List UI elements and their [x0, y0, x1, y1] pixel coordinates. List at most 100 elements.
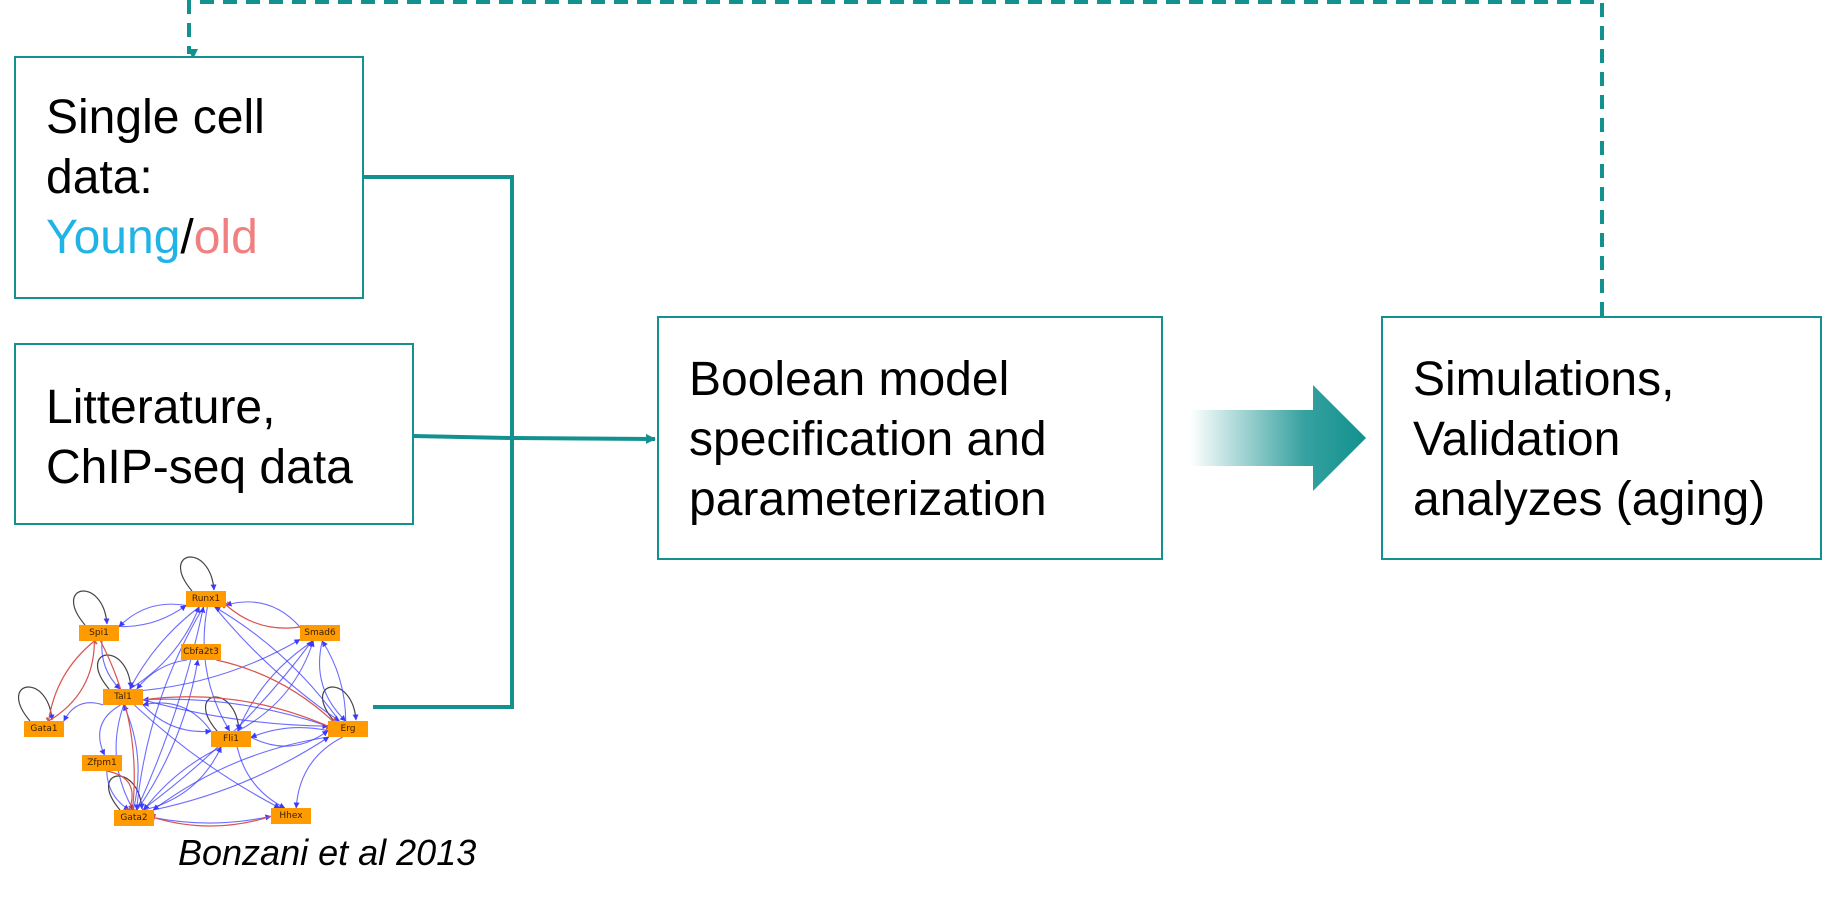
activation-edge-smad6-to-runx1	[225, 600, 301, 628]
activation-edge-gata2-to-hhex	[153, 814, 272, 824]
node-gata2: Gata2	[114, 810, 154, 826]
activation-edge-erg-to-tal1	[142, 696, 329, 727]
single-cell-line1: Single cell	[46, 91, 265, 144]
activation-edge-spi1-to-runx1	[118, 604, 187, 628]
node-box-smad6	[300, 625, 340, 641]
literature-line1: Litterature,	[46, 381, 276, 434]
node-hhex: Hhex	[271, 808, 311, 824]
activation-edge-tal1-to-fli1	[142, 704, 212, 735]
activation-edge-smad6-to-fli1	[237, 640, 314, 732]
node-label-erg: Erg	[341, 724, 356, 734]
activation-edge-erg-to-smad6	[321, 640, 347, 722]
simulations-line3: analyzes (aging)	[1413, 473, 1766, 526]
activation-edge-smad6-to-erg	[319, 640, 347, 722]
slash-separator: /	[180, 211, 194, 264]
node-label-gata1: Gata1	[30, 724, 57, 734]
activation-edge-runx1-to-gata2	[134, 606, 204, 811]
activation-edge-tal1-to-gata1	[63, 702, 104, 722]
single-cell-data-box: Single cell data: Young/old	[14, 56, 364, 299]
inhibition-edge-zfpm1-to-gata2	[106, 770, 134, 813]
activation-edge-spi1-to-tal1	[101, 640, 121, 690]
inhibition-edge-hhex-to-gata2	[151, 813, 272, 827]
activation-edge-erg-to-hhex	[293, 736, 344, 809]
self-loop-erg	[321, 686, 359, 722]
node-label-runx1: Runx1	[192, 594, 220, 604]
young-label: Young	[46, 211, 181, 264]
node-label-smad6: Smad6	[304, 628, 336, 638]
activation-edge-gata2-to-runx1	[136, 606, 206, 811]
literature-box: Litterature, ChIP-seq data	[14, 343, 414, 525]
node-cbfa2t3: Cbfa2t3	[181, 644, 221, 660]
node-box-tal1	[103, 689, 143, 705]
simulations-line1: Simulations,	[1413, 353, 1675, 406]
activation-edge-erg-to-runx1	[214, 606, 340, 722]
node-box-gata1	[24, 721, 64, 737]
inhibition-edge-tal1-to-erg	[142, 696, 331, 731]
node-zfpm1: Zfpm1	[82, 755, 122, 771]
single-cell-line2: data:	[46, 151, 153, 204]
node-tal1: Tal1	[103, 689, 143, 705]
activation-edge-runx1-to-spi1	[118, 603, 187, 627]
node-fli1: Fli1	[211, 731, 251, 747]
activation-edge-cbfa2t3-to-tal1	[136, 659, 188, 690]
node-box-zfpm1	[82, 755, 122, 771]
node-smad6: Smad6	[300, 625, 340, 641]
literature-line2: ChIP-seq data	[46, 441, 353, 494]
node-box-runx1	[186, 591, 226, 607]
activation-edge-tal1-to-zfpm1	[99, 704, 121, 756]
inhibition-edge-gata1-to-spi1	[48, 637, 98, 722]
activation-edge-runx1-to-tal1	[129, 606, 200, 690]
model-to-simulation-arrow	[1190, 385, 1366, 491]
network-citation: Bonzani et al 2013	[178, 832, 477, 873]
activation-edge-tal1-to-hhex	[133, 704, 281, 809]
activation-edge-fli1-to-gata2	[143, 746, 222, 811]
node-box-spi1	[79, 625, 119, 641]
node-label-zfpm1: Zfpm1	[87, 758, 117, 768]
young-old-line: Young/old	[46, 208, 265, 268]
activation-edge-tal1-to-smad6	[142, 639, 301, 692]
input-bracket-connector	[364, 175, 514, 709]
activation-edge-tal1-to-erg	[142, 699, 329, 730]
node-runx1: Runx1	[186, 591, 226, 607]
activation-edge-zfpm1-to-gata2	[106, 770, 130, 811]
activation-edge-gata2-to-cbfa2t3	[136, 659, 200, 811]
node-box-hhex	[271, 808, 311, 824]
self-loop-runx1	[179, 556, 217, 592]
old-label: old	[193, 211, 258, 264]
node-box-gata2	[114, 810, 154, 826]
inhibition-edge-spi1-to-gata1	[45, 640, 95, 725]
node-label-tal1: Tal1	[113, 692, 132, 702]
inhibition-edge-cbfa2t3-to-erg	[216, 659, 337, 725]
activation-edge-erg-to-fli1	[250, 727, 329, 739]
node-box-cbfa2t3	[181, 644, 221, 660]
node-label-fli1: Fli1	[223, 734, 239, 744]
node-label-cbfa2t3: Cbfa2t3	[183, 647, 219, 657]
self-loop-spi1	[72, 590, 110, 626]
node-label-hhex: Hhex	[279, 811, 303, 821]
node-box-erg	[328, 721, 368, 737]
boolean-model-line1: Boolean model	[689, 353, 1010, 406]
activation-edge-fli1-to-hhex	[236, 746, 286, 809]
activation-edge-tal1-to-runx1	[129, 606, 200, 690]
activation-edge-erg-to-gata2	[152, 736, 329, 811]
boolean-model-line3: parameterization	[689, 473, 1047, 526]
node-gata1: Gata1	[24, 721, 64, 737]
node-box-fli1	[211, 731, 251, 747]
merge-arrow	[511, 433, 656, 444]
literature-connector	[412, 434, 513, 440]
activation-edge-gata2-to-erg	[153, 736, 330, 811]
self-loop-tal1	[96, 654, 134, 690]
activation-edge-fli1-to-erg	[250, 730, 329, 747]
self-loop-gata1	[17, 686, 55, 722]
node-label-gata2: Gata2	[120, 813, 147, 823]
feedback-dashed-connector	[187, 0, 1604, 316]
activation-edge-fli1-to-smad6	[237, 640, 315, 732]
activation-edge-runx1-to-fli1	[203, 606, 231, 732]
simulations-box: Simulations, Validation analyzes (aging)	[1381, 316, 1822, 560]
inhibition-edge-spi1-to-gata2	[99, 640, 137, 812]
node-label-spi1: Spi1	[89, 628, 109, 638]
activation-edge-fli1-to-tal1	[142, 700, 212, 732]
simulations-line2: Validation	[1413, 413, 1621, 466]
